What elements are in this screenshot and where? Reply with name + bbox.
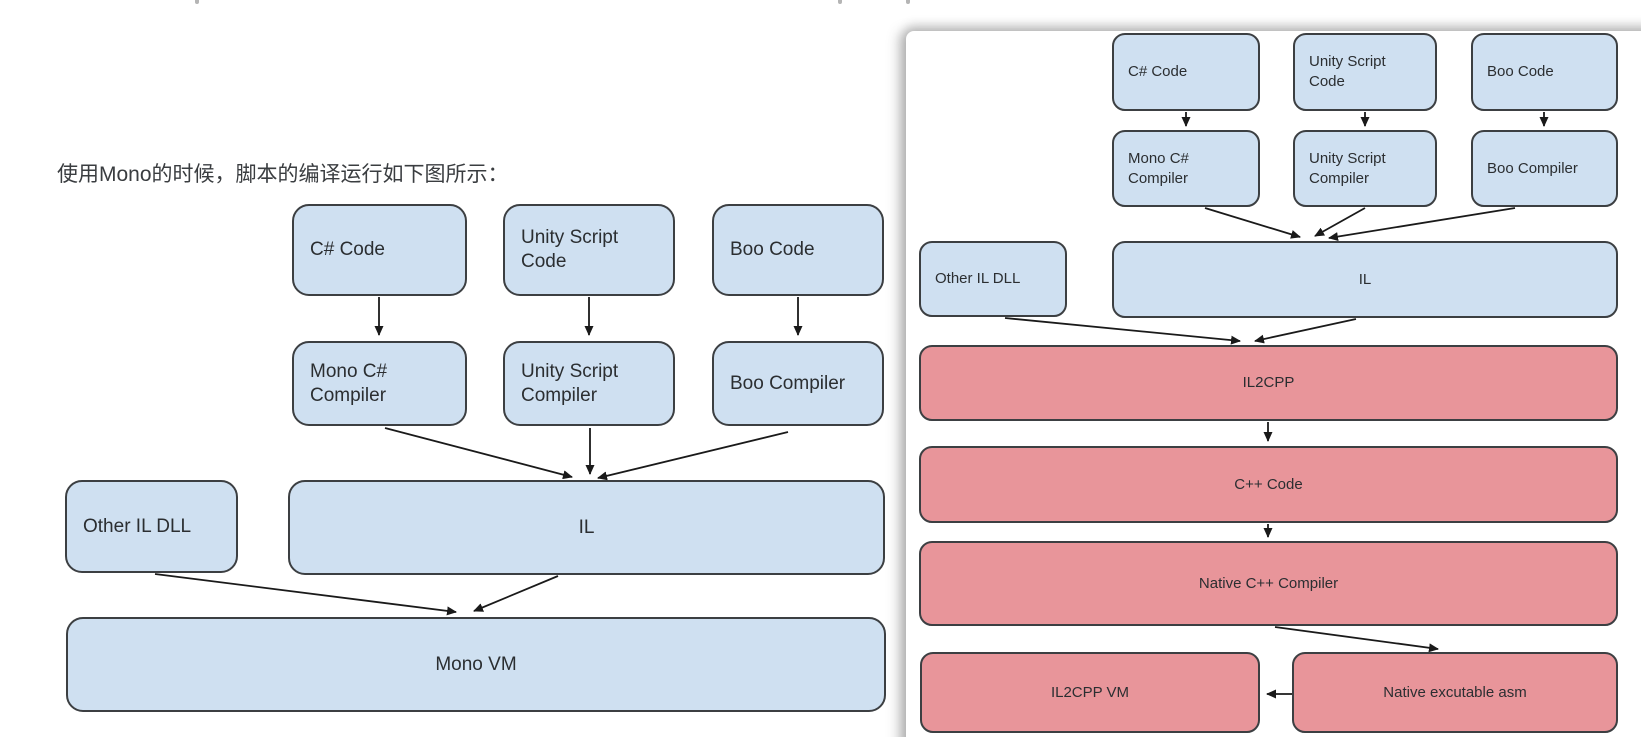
cropped-text-remnant xyxy=(195,0,199,4)
arrow-otherdll-to-monovm xyxy=(154,573,457,616)
arrow-boocompiler-to-il xyxy=(597,431,789,481)
mono-node-unity-compiler: Unity Script Compiler xyxy=(503,341,675,426)
il2cpp-node-boo-compiler: Boo Compiler xyxy=(1471,130,1618,207)
cropped-text-remnant xyxy=(906,0,910,4)
mono-node-boo-compiler: Boo Compiler xyxy=(712,341,884,426)
il2cpp-node-boo-code: Boo Code xyxy=(1471,33,1618,111)
il2cpp-node-mono-compiler: Mono C# Compiler xyxy=(1112,130,1260,207)
il2cpp-node-il: IL xyxy=(1112,241,1618,318)
caption-mono-intro: 使用Mono的时候，脚本的编译运行如下图所示： xyxy=(57,163,509,186)
il2cpp-node-unity-compiler: Unity Script Compiler xyxy=(1293,130,1437,207)
mono-node-mono-vm: Mono VM xyxy=(66,617,886,712)
mono-node-unity-code: Unity Script Code xyxy=(503,204,675,296)
cropped-text-remnant xyxy=(838,0,842,4)
mono-node-boo-code: Boo Code xyxy=(712,204,884,296)
il2cpp-node-native-compiler: Native C++ Compiler xyxy=(919,541,1618,626)
arrow-il-to-monovm xyxy=(473,575,559,612)
mono-node-il: IL xyxy=(288,480,885,575)
il2cpp-node-native-asm: Native excutable asm xyxy=(1292,652,1618,733)
il2cpp-node-il2cpp: IL2CPP xyxy=(919,345,1618,421)
arrow-monocompiler-to-il xyxy=(384,427,573,480)
mono-node-other-il-dll: Other IL DLL xyxy=(65,480,238,573)
il2cpp-node-cs-code: C# Code xyxy=(1112,33,1260,111)
il2cpp-node-unity-code: Unity Script Code xyxy=(1293,33,1437,111)
mono-node-cs-code: C# Code xyxy=(292,204,467,296)
mono-node-mono-compiler: Mono C# Compiler xyxy=(292,341,467,426)
il2cpp-node-other-il-dll: Other IL DLL xyxy=(919,241,1067,317)
il2cpp-node-il2cpp-vm: IL2CPP VM xyxy=(920,652,1260,733)
il2cpp-node-cpp-code: C++ Code xyxy=(919,446,1618,523)
